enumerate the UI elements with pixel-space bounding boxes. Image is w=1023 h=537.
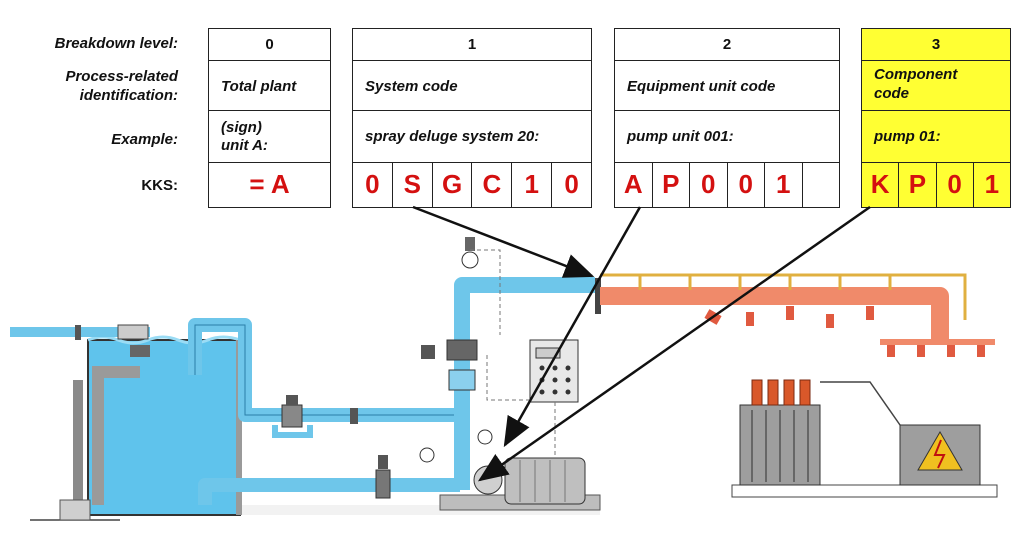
level-0-process-text: Total plant — [221, 78, 297, 95]
level-2-kks: A P 0 0 1 — [615, 163, 839, 207]
level-2-example-line1: pump unit 001: — [627, 128, 734, 145]
level-1-example-line1: spray deluge system 20: — [365, 128, 540, 145]
kks-char: S — [393, 163, 433, 207]
row-label-kks: KKS: — [141, 177, 178, 194]
kks-char: A — [615, 163, 653, 207]
level-1-example: spray deluge system 20: — [353, 111, 591, 163]
level-0-kks: = A — [209, 163, 330, 207]
kks-char: K — [862, 163, 900, 207]
level-0-example-line1: (sign) — [221, 119, 262, 136]
spray-deluge-pipe — [595, 278, 995, 357]
level-3-kks: K P 0 1 — [862, 163, 1010, 207]
level-0-example-line2: unit A: — [221, 137, 268, 154]
kks-char: P — [899, 163, 937, 207]
level-1-process-text: System code — [365, 78, 458, 95]
level-2-process: Equipment unit code — [615, 61, 839, 111]
level-1-process: System code — [353, 61, 591, 111]
level-2-process-text: Equipment unit code — [627, 78, 776, 95]
level-3-process: Component code — [862, 61, 1010, 111]
level-1-kks: 0 S G C 1 0 — [353, 163, 591, 207]
tank-inlet-pipe — [59, 366, 140, 521]
kks-char: C — [472, 163, 513, 207]
row-label-process-line1: Process-related — [65, 68, 178, 85]
level-3-example-line1: pump 01: — [874, 128, 941, 145]
level-3-example: pump 01: — [862, 111, 1010, 163]
level-2-header: 2 — [615, 29, 839, 61]
kks-char: 1 — [765, 163, 803, 207]
row-label-process: Process-related identification: — [0, 67, 178, 105]
level-1-column: 1 System code spray deluge system 20: 0 … — [352, 28, 592, 208]
control-panel — [486, 339, 579, 460]
kks-char: 0 — [564, 169, 579, 199]
row-label-breakdown: Breakdown level: — [54, 35, 178, 52]
level-3-header: 3 — [862, 29, 1010, 61]
kks-char: 0 — [937, 163, 974, 207]
kks-char: = A — [249, 169, 290, 199]
kks-char: G — [433, 163, 473, 207]
kks-char: 0 — [728, 163, 765, 207]
fill-pipe — [10, 324, 150, 357]
level-3-process-line2: code — [874, 85, 910, 102]
kks-char: 1 — [512, 163, 553, 207]
level-0-header: 0 — [209, 29, 330, 61]
level-2-column: 2 Equipment unit code pump unit 001: A P… — [614, 28, 840, 208]
level-2-example: pump unit 001: — [615, 111, 839, 163]
level-0-process: Total plant — [209, 61, 330, 111]
cable-tray — [600, 273, 967, 320]
level-3-process-line1: Component — [874, 66, 958, 83]
code-arrows — [412, 205, 871, 482]
level-3-column: 3 Component code pump 01: K P 0 1 — [861, 28, 1011, 208]
discharge-pipe — [198, 447, 460, 505]
row-label-example: Example: — [111, 131, 178, 148]
level-0-column: 0 Total plant (sign) unit A: = A — [208, 28, 331, 208]
kks-char: P — [653, 163, 690, 207]
kks-char: 0 — [353, 163, 393, 207]
kks-char: 0 — [690, 163, 728, 207]
level-1-header: 1 — [353, 29, 591, 61]
suction-pipe — [188, 318, 460, 438]
level-0-example: (sign) unit A: — [209, 111, 330, 163]
transformer — [731, 379, 998, 498]
row-label-process-line2: identification: — [79, 87, 178, 104]
riser-pipe — [421, 237, 595, 490]
kks-char: 1 — [984, 169, 1000, 199]
